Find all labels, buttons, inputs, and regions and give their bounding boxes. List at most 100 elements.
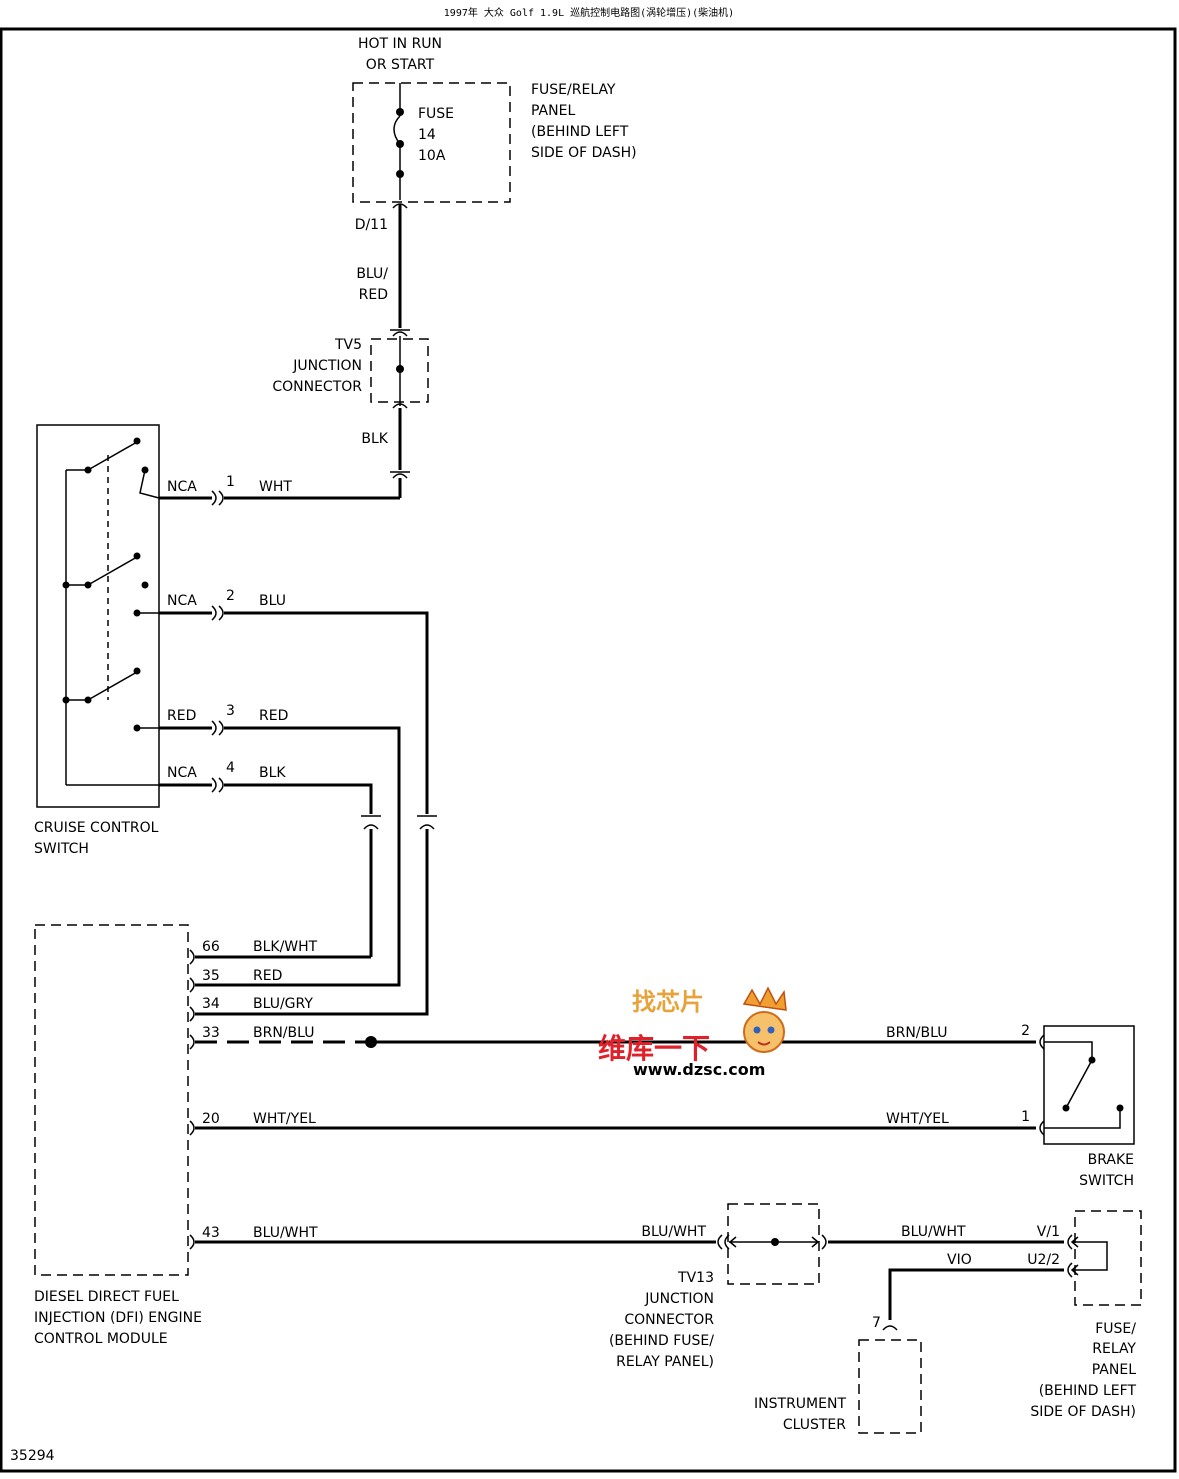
sw2-contact-dot bbox=[133, 552, 141, 560]
tv5-node bbox=[396, 365, 404, 373]
brake-switch-label-1: BRAKE bbox=[1088, 1152, 1134, 1168]
wire-wht-yel-label-left: WHT/YEL bbox=[253, 1111, 316, 1127]
cluster-pin-number: 7 bbox=[872, 1315, 881, 1331]
tv13-right-connector-icon bbox=[821, 1234, 827, 1250]
pin1-nca-label: NCA bbox=[167, 479, 197, 495]
ecm-pin20-icon bbox=[189, 1120, 195, 1136]
ecm-pin33-number: 33 bbox=[202, 1025, 220, 1041]
tv13-node bbox=[771, 1238, 779, 1246]
brake-pin2-icon bbox=[1039, 1034, 1045, 1050]
tv13-label-4: (BEHIND FUSE/ bbox=[609, 1333, 714, 1349]
wire-red bbox=[195, 726, 401, 987]
ecm-pin20-number: 20 bbox=[202, 1111, 220, 1127]
inline-connector-blu-icon bbox=[417, 815, 437, 830]
wire-blu-gry bbox=[195, 829, 429, 1016]
wire-blu-gry-label: BLU/GRY bbox=[253, 996, 313, 1012]
pin3-connector-icon bbox=[211, 720, 224, 736]
ecm-pin43-icon bbox=[189, 1234, 195, 1250]
pin1-connector-icon bbox=[211, 490, 224, 506]
fuse-rating: 10A bbox=[418, 148, 446, 164]
panel-arrow-icons bbox=[1070, 1236, 1079, 1276]
power-label-2: OR START bbox=[366, 57, 435, 73]
brake-pin2-number: 2 bbox=[1021, 1023, 1030, 1039]
panel-pin-u22-icon bbox=[1067, 1262, 1073, 1278]
cluster-pin-icon bbox=[882, 1325, 898, 1331]
pin4-connector-icon bbox=[211, 777, 224, 793]
mascot-crown-icon bbox=[742, 986, 787, 1011]
watermark-url: www.dzsc.com bbox=[633, 1060, 765, 1079]
fuse-label: FUSE bbox=[418, 106, 454, 122]
fuse-panel-top-line2: PANEL bbox=[531, 103, 575, 119]
ecm-pin35-icon bbox=[189, 977, 195, 993]
pin2-connector-icon bbox=[211, 605, 224, 621]
fuse-panel-bottom-jumper bbox=[1072, 1241, 1108, 1271]
pin1-number: 1 bbox=[226, 474, 235, 490]
fuse-panel-bottom-label-3: PANEL bbox=[1092, 1362, 1136, 1378]
ecm-pin66-icon bbox=[189, 949, 195, 965]
inline-connector-icon bbox=[390, 471, 410, 479]
fuse-panel-top-line1: FUSE/RELAY bbox=[531, 82, 616, 98]
ecm-label-2: INJECTION (DFI) ENGINE bbox=[34, 1310, 202, 1326]
brake-switch-body bbox=[1043, 1025, 1135, 1145]
panel-pin-u22-label: U2/2 bbox=[1027, 1252, 1060, 1268]
fuse-panel-top-line4: SIDE OF DASH) bbox=[531, 145, 637, 161]
pin4-nca-label: NCA bbox=[167, 765, 197, 781]
wire-blu-red-label-2: RED bbox=[359, 287, 388, 303]
diagram-border bbox=[0, 27, 1177, 1473]
sw2-blade bbox=[87, 556, 138, 586]
tv13-outline bbox=[727, 1203, 820, 1285]
page-title: 1997年 大众 Golf 1.9L 巡航控制电路图(涡轮增压)(柴油机) bbox=[444, 6, 734, 19]
wire-blu-wht-label-left: BLU/WHT bbox=[253, 1225, 318, 1241]
brake-pin1-icon bbox=[1039, 1120, 1045, 1136]
wire-vio-label: VIO bbox=[947, 1252, 972, 1268]
sw3-blade bbox=[87, 671, 138, 701]
power-label-1: HOT IN RUN bbox=[358, 36, 442, 52]
sw2-contact2-dot bbox=[141, 581, 149, 589]
fuse-terminal-top bbox=[396, 108, 404, 116]
ecm-pin35-number: 35 bbox=[202, 968, 220, 984]
ecm-label-3: CONTROL MODULE bbox=[34, 1331, 168, 1347]
mascot-eye-left-icon bbox=[753, 1026, 761, 1034]
watermark-logo: 找芯片 维库一下 www.dzsc.com bbox=[598, 986, 787, 1079]
ecm-pin34-icon bbox=[189, 1006, 195, 1022]
tv5-label-1: TV5 bbox=[334, 337, 362, 353]
instrument-cluster-label-1: INSTRUMENT bbox=[754, 1396, 846, 1412]
wire-blk-top-label: BLK bbox=[361, 431, 388, 447]
fuse-panel-bottom-outline bbox=[1074, 1210, 1142, 1306]
brake-switch-label-2: SWITCH bbox=[1079, 1173, 1134, 1189]
wire-blk-wht-label: BLK/WHT bbox=[253, 939, 318, 955]
tv13-label-1: TV13 bbox=[677, 1270, 714, 1286]
wire-blu-label: BLU bbox=[259, 593, 286, 609]
mascot-eye-right-icon bbox=[767, 1026, 775, 1034]
fuse-number: 14 bbox=[418, 127, 436, 143]
tv13-label-3: CONNECTOR bbox=[624, 1312, 714, 1328]
pin2-number: 2 bbox=[226, 588, 235, 604]
wire-blu-red-label-1: BLU/ bbox=[356, 266, 388, 282]
sw1-contact-dot bbox=[133, 437, 141, 445]
panel-pin-v1-label: V/1 bbox=[1037, 1224, 1060, 1240]
wire-wht-label: WHT bbox=[259, 479, 292, 495]
wire-red-label: RED bbox=[259, 708, 288, 724]
wire-brn-blu-label-left: BRN/BLU bbox=[253, 1025, 314, 1041]
watermark-mid-text: 维库一下 bbox=[598, 1032, 710, 1065]
cruise-switch-label-2: SWITCH bbox=[34, 841, 89, 857]
sw3-contact-dot bbox=[133, 667, 141, 675]
ecm-outline bbox=[34, 924, 189, 1276]
tv13-label-2: JUNCTION bbox=[644, 1291, 714, 1307]
pin3-red-label: RED bbox=[167, 708, 196, 724]
wire-blk-label: BLK bbox=[259, 765, 286, 781]
wire-brn-blu-label-right: BRN/BLU bbox=[886, 1025, 947, 1041]
ecm-pin66-number: 66 bbox=[202, 939, 220, 955]
ecm-pin33-icon bbox=[189, 1034, 195, 1050]
ecm-pin43-number: 43 bbox=[202, 1225, 220, 1241]
wire-vio bbox=[888, 1268, 1064, 1320]
ecm-label-1: DIESEL DIRECT FUEL bbox=[34, 1289, 179, 1305]
fuse-element-icon bbox=[393, 115, 401, 145]
tv13-arrow-icons bbox=[728, 1236, 820, 1248]
watermark-top-text: 找芯片 bbox=[632, 988, 704, 1016]
tv5-label-2: JUNCTION bbox=[292, 358, 362, 374]
pin4-number: 4 bbox=[226, 760, 235, 776]
brake-switch-lead-top bbox=[1044, 1041, 1093, 1060]
